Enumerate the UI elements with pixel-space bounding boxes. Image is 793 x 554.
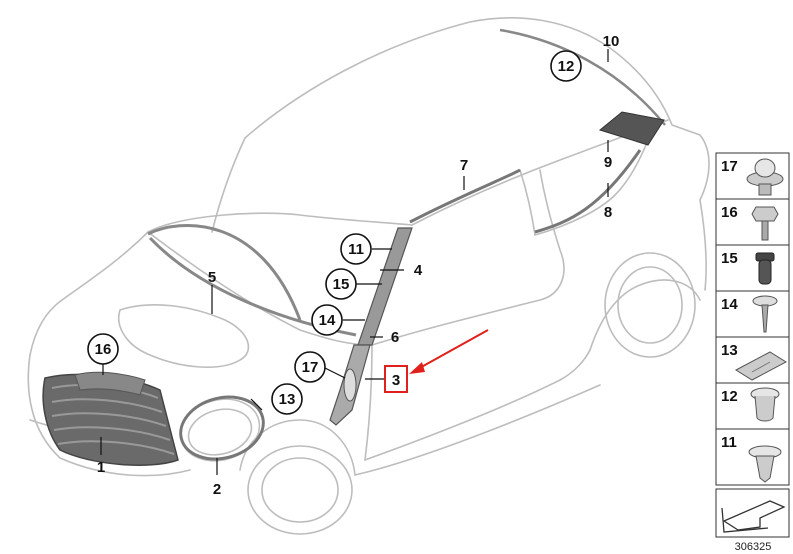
svg-text:12: 12: [721, 388, 738, 405]
legend-item-11: 11: [715, 428, 790, 486]
nut-12-icon: [750, 387, 780, 422]
grille-part: [42, 371, 179, 466]
callout-11: 11: [340, 233, 372, 265]
svg-text:5: 5: [208, 269, 216, 286]
leader-lines: [100, 49, 609, 475]
document-id: 306325: [735, 541, 772, 553]
legend-panel: 17 16 15 14: [715, 152, 790, 538]
grommet-15-icon: [755, 252, 775, 285]
headlight-ring: [179, 395, 265, 461]
svg-text:15: 15: [721, 250, 738, 267]
svg-text:2: 2: [213, 481, 221, 498]
svg-text:6: 6: [391, 329, 399, 346]
rear-window-part: [598, 111, 665, 146]
callout-17: 17: [294, 351, 326, 383]
a-pillar-trim: [329, 227, 413, 426]
highlight-box: [384, 365, 408, 393]
svg-text:4: 4: [414, 262, 423, 279]
callout-4: 4: [414, 262, 423, 279]
callout-2: 2: [213, 481, 221, 498]
svg-text:12: 12: [558, 58, 575, 75]
svg-text:14: 14: [721, 296, 738, 313]
roof-seal: [409, 28, 666, 234]
callout-8: 8: [604, 204, 612, 221]
callout-14: 14: [311, 304, 343, 336]
svg-text:11: 11: [348, 241, 364, 258]
svg-text:13: 13: [721, 342, 738, 359]
svg-text:11: 11: [721, 434, 737, 451]
clamp-13-icon: [734, 351, 788, 381]
callout-15: 15: [325, 268, 357, 300]
direction-arrow-icon: [721, 500, 786, 533]
callout-6: 6: [391, 329, 399, 346]
svg-text:13: 13: [279, 391, 296, 408]
legend-item-12: 12: [715, 382, 790, 430]
svg-text:8: 8: [604, 204, 612, 221]
callout-5: 5: [208, 269, 216, 286]
clip-11-icon: [748, 445, 782, 483]
car-outline: [27, 17, 710, 535]
svg-text:17: 17: [302, 359, 319, 376]
svg-text:14: 14: [319, 312, 336, 329]
legend-item-17: 17: [715, 152, 790, 200]
svg-text:16: 16: [721, 204, 738, 221]
callout-3: 3: [384, 365, 408, 393]
callout-9: 9: [604, 154, 612, 171]
callout-10: 10: [603, 33, 620, 50]
svg-text:1: 1: [97, 459, 105, 476]
legend-item-16: 16: [715, 198, 790, 246]
svg-text:15: 15: [333, 276, 350, 293]
svg-text:9: 9: [604, 154, 612, 171]
screw-14-icon: [752, 295, 778, 333]
svg-text:17: 17: [721, 158, 738, 175]
svg-text:7: 7: [460, 157, 468, 174]
callout-12: 12: [550, 50, 582, 82]
svg-text:10: 10: [603, 33, 620, 50]
callout-7: 7: [460, 157, 468, 174]
clip-17-icon: [746, 158, 784, 196]
legend-item-13: 13: [715, 336, 790, 384]
callout-16: 16: [87, 333, 119, 365]
legend-item-15: 15: [715, 244, 790, 292]
red-arrow: [409, 329, 489, 374]
svg-text:16: 16: [95, 341, 112, 358]
svg-text:3: 3: [392, 372, 400, 389]
callout-13: 13: [271, 383, 303, 415]
callout-1: 1: [97, 459, 105, 476]
legend-item-arrow: [715, 488, 790, 538]
screw-16-icon: [751, 206, 779, 241]
legend-item-14: 14: [715, 290, 790, 338]
